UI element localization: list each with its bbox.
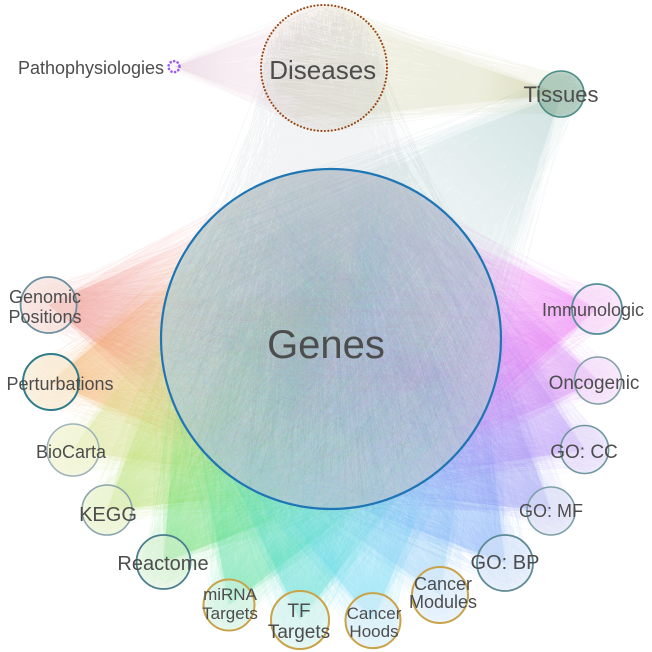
svg-text:Tissues: Tissues <box>524 82 599 107</box>
svg-text:TF: TF <box>287 601 310 622</box>
svg-text:Immunologic: Immunologic <box>542 300 644 320</box>
svg-text:GO: CC: GO: CC <box>550 442 618 463</box>
svg-text:Perturbations: Perturbations <box>6 374 113 394</box>
svg-text:Genes: Genes <box>267 323 385 367</box>
svg-text:Pathophysiologies: Pathophysiologies <box>18 58 164 78</box>
svg-text:Targets: Targets <box>202 604 258 623</box>
svg-text:Diseases: Diseases <box>269 55 376 85</box>
svg-text:Modules: Modules <box>409 592 477 612</box>
svg-text:BioCarta: BioCarta <box>36 442 107 462</box>
svg-text:Cancer: Cancer <box>414 574 472 594</box>
svg-text:Targets: Targets <box>268 622 330 643</box>
svg-text:Hoods: Hoods <box>349 622 398 641</box>
svg-text:Reactome: Reactome <box>117 553 208 575</box>
svg-text:Positions: Positions <box>8 307 81 327</box>
svg-text:Oncogenic: Oncogenic <box>549 373 640 394</box>
svg-text:GO: MF: GO: MF <box>519 501 583 521</box>
svg-text:Genomic: Genomic <box>9 287 81 307</box>
svg-text:KEGG: KEGG <box>79 504 137 526</box>
svg-text:GO: BP: GO: BP <box>471 552 540 574</box>
svg-text:miRNA: miRNA <box>203 585 257 604</box>
svg-text:Cancer: Cancer <box>347 604 402 623</box>
